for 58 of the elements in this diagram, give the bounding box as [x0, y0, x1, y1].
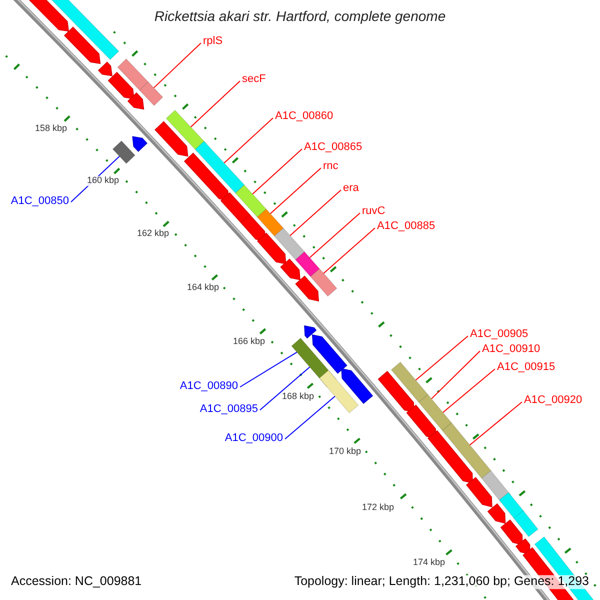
gene-block	[139, 81, 164, 106]
gene-label: A1C_00860	[275, 110, 334, 122]
gene-block	[256, 208, 284, 237]
gene-label: A1C_00885	[377, 220, 436, 232]
gene-label: ruvC	[362, 204, 386, 218]
gene-block	[166, 110, 207, 152]
gene-block	[442, 422, 492, 480]
genome-stats-note: Topology: linear; Length: 1,231,060 bp; Genes: 1,293	[293, 575, 590, 589]
gene-block	[513, 510, 538, 538]
scale-label: 158 kbp	[34, 124, 68, 134]
gene-block	[235, 184, 267, 218]
gene-label: A1C_00850	[10, 194, 69, 208]
leader-line	[190, 80, 240, 128]
gene-block	[117, 58, 149, 91]
scale-label: 174 kbp	[412, 558, 446, 568]
gene-block	[295, 251, 320, 278]
gene-label: rnc	[323, 160, 338, 172]
leader-line	[469, 402, 522, 446]
leader-line	[323, 228, 376, 274]
scale-label: 162 kbp	[136, 229, 170, 239]
scale-label: 172 kbp	[362, 503, 394, 513]
scale-label: 160 kbp	[86, 176, 120, 186]
leader-line	[153, 42, 202, 88]
gene-block	[318, 370, 359, 414]
gene-label: A1C_00905	[470, 328, 528, 340]
leader-line	[260, 366, 310, 410]
gene-label: A1C_00900	[224, 432, 283, 444]
gene-label: rplS	[203, 34, 223, 48]
leader-line	[442, 368, 496, 413]
leader-line	[415, 336, 468, 381]
scale-label: 164 kbp	[186, 283, 220, 293]
leader-line	[252, 148, 302, 194]
leader-line	[224, 118, 274, 164]
gene-label: secF	[242, 72, 266, 86]
leader-line	[309, 212, 360, 258]
gene-label: A1C_00890	[180, 380, 238, 392]
scale-label: 168 kbp	[282, 392, 314, 402]
gene-label: era	[343, 182, 359, 194]
gene-block	[112, 140, 136, 164]
map-title: Rickettsia akari str. Hartford, complete genome	[153, 9, 447, 24]
gene-label: A1C_00915	[497, 360, 556, 374]
leader-line	[290, 190, 342, 236]
gene-label: A1C_00910	[482, 342, 540, 356]
scale-label: 166 kbp	[232, 337, 266, 347]
accession-note: Accession: NC_009881	[10, 575, 143, 589]
gene-label: A1C_00920	[524, 394, 582, 406]
gene-block	[194, 140, 245, 194]
leader-line	[270, 168, 322, 214]
gene-label: A1C_00895	[200, 402, 258, 416]
leader-line	[240, 352, 298, 388]
gene-block	[418, 394, 452, 431]
gene-block	[390, 362, 428, 403]
scale-label: 170 kbp	[328, 447, 362, 457]
gene-block	[310, 268, 338, 297]
gene-block	[274, 228, 305, 260]
gene-label: A1C_00865	[304, 140, 362, 154]
gene-block	[498, 492, 524, 520]
leader-line	[430, 350, 480, 400]
